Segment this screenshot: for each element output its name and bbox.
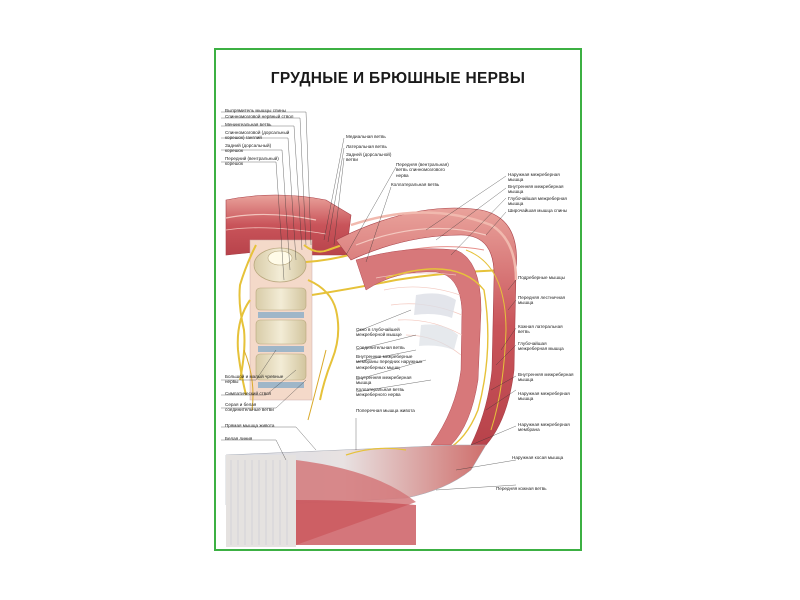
label-scalene-anterior: Передняя лестничная мышца — [518, 295, 566, 306]
label-external-intercostal: Наружная межреберная мышца — [508, 172, 560, 183]
label-collateral-intercostal-nerve: Коллатеральная ветвь межреберного нерва — [356, 387, 405, 398]
label-collateral-branch: Коллатеральная ветвь — [391, 182, 440, 187]
label-ventral-root: Передний (вентральный) корешок — [225, 156, 279, 167]
label-external-intercostal-2: Наружная межреберная мышца — [518, 391, 570, 402]
label-lateral-cutaneous-branch: Кожная латеральная ветвь — [518, 324, 563, 335]
label-external-intercostal-membrane: Наружная межреберная мембрана — [518, 422, 570, 433]
label-internal-intercostal-2: Внутренняя межреберная мышца — [518, 372, 574, 383]
label-spinal-ganglion: Спинномозговой (дорсальный корешок) ганг… — [225, 130, 290, 141]
anatomy-illustration — [221, 111, 518, 547]
label-ventral-ramus: Передняя (вентральная) ветвь спинномозго… — [396, 162, 449, 178]
label-linea-alba: Белая линия — [225, 436, 253, 441]
label-rectus-abdominis: Прямая мышца живота — [225, 423, 275, 428]
label-splanchnic-nerves: Большой и малый чревные нервы — [225, 374, 284, 385]
label-dorsal-ramus: Задней (дорсальной) ветви — [346, 152, 392, 163]
label-internal-intercostal-center: Внутренняя межреберная мышца — [356, 375, 412, 386]
label-internal-intercostal-membranes: Внутренние межреберные мембраны передних… — [356, 354, 423, 370]
label-dorsal-root: Задний (дорсальный) корешок — [225, 143, 272, 154]
label-medial-branch: Медиальная ветвь — [346, 134, 386, 139]
label-innermost-intercostal: Глубочайшая межреберная мышца — [508, 196, 567, 207]
label-innermost-intercostal-2: Глубочайшая межреберная мышца — [518, 341, 564, 352]
label-external-oblique: Наружная косая мышца — [512, 455, 564, 460]
label-erector-spinae: Выпрямитель мышцы спины — [225, 108, 286, 113]
label-meningeal-branch: Менингеальная ветвь — [225, 122, 272, 127]
poster-frame: ГРУДНЫЕ И БРЮШНЫЕ НЕРВЫ Выпрямитель мышц… — [214, 48, 582, 551]
label-spinal-nerve-trunk: Спинномозговой нервный ствол — [225, 114, 294, 119]
label-window-innermost: Окно в глубочайшей межреберной мышце — [356, 327, 402, 338]
rectus-abdominis — [226, 455, 296, 547]
poster-title: ГРУДНЫЕ И БРЮШНЫЕ НЕРВЫ — [270, 70, 526, 87]
label-lateral-branch: Латеральная ветвь — [346, 144, 387, 149]
label-internal-intercostal: Внутренняя межреберная мышца — [508, 184, 564, 195]
label-transversus-abdominis: Поперечная мышца живота — [356, 408, 415, 413]
label-subcostal-muscles: Подреберные мышцы — [518, 275, 565, 280]
label-sympathetic-trunk: Симпатический ствол — [225, 391, 272, 396]
label-communicating-branch: Соединительная ветвь — [356, 345, 405, 350]
label-latissimus-dorsi: Широчайшая мышца спины — [508, 208, 568, 213]
label-anterior-cutaneous-branch: Передняя кожная ветвь — [496, 486, 547, 491]
label-rami-communicantes: Серая и белая соединительные ветви — [225, 402, 274, 413]
